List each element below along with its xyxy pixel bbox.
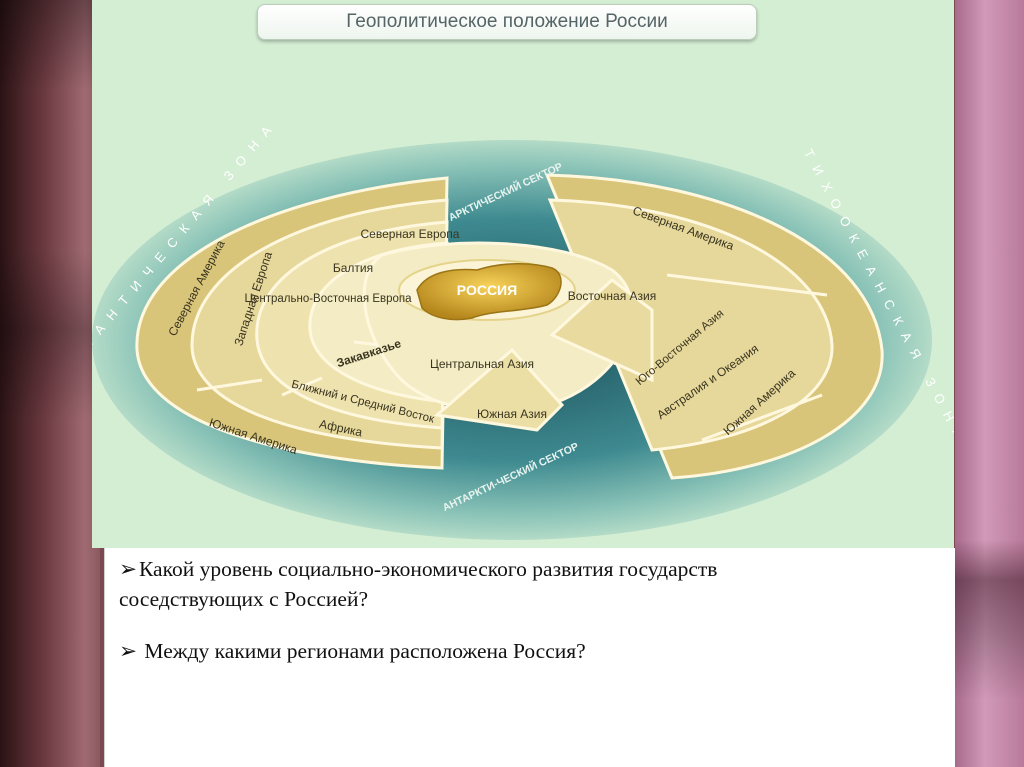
bullet-arrow-icon: ➢ xyxy=(119,557,138,581)
questions-textbox: ➢Какой уровень социально-экономического … xyxy=(104,548,955,767)
question-1-line-1: Какой уровень социально-экономического р… xyxy=(139,557,718,581)
label-baltia: Балтия xyxy=(333,261,373,275)
title-text: Геополитическое положение России xyxy=(346,11,668,32)
page-title: Геополитическое положение России xyxy=(257,4,757,40)
label-south-asia: Южная Азия xyxy=(477,407,547,421)
label-east-asia: Восточная Азия xyxy=(568,289,657,303)
bullet-arrow-icon: ➢ xyxy=(119,639,138,663)
geopolitics-figure: РОССИЯ Северная Европа Балтия Центрально… xyxy=(92,0,954,548)
label-central-asia: Центральная Азия xyxy=(430,357,534,371)
russia-label: РОССИЯ xyxy=(457,282,517,298)
geopolitics-diagram: РОССИЯ Северная Европа Балтия Центрально… xyxy=(92,115,954,540)
slide-background-left xyxy=(0,0,100,767)
question-1-line-2: соседствующих с Россией? xyxy=(119,587,368,611)
question-1: ➢Какой уровень социально-экономического … xyxy=(119,554,949,614)
central-asia-segment xyxy=(433,347,565,432)
slide-background-right xyxy=(955,0,1024,767)
question-2-text: Между какими регионами расположена Росси… xyxy=(139,639,586,663)
label-northern-europe: Северная Европа xyxy=(361,227,460,241)
russia-map-shape xyxy=(398,259,576,321)
east-asia-segment xyxy=(549,278,654,383)
label-central-eastern-europe: Центрально-Восточная Европа xyxy=(244,293,412,305)
question-2: ➢ Между какими регионами расположена Рос… xyxy=(119,636,586,666)
eastern-rings xyxy=(544,173,884,480)
